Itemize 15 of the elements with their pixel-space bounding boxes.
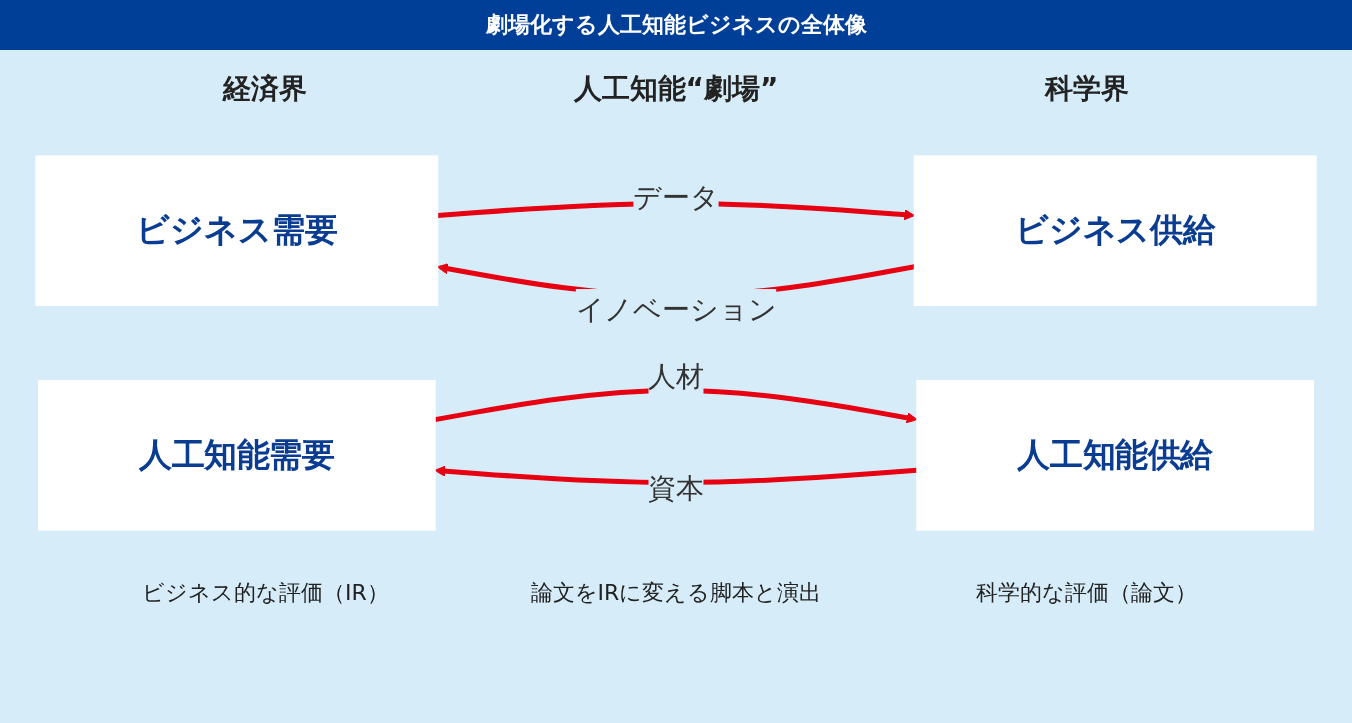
node-box: ビジネス供給 [913, 155, 1317, 306]
column-caption: 科学的な評価（論文） [975, 579, 1199, 607]
column-heading: 科学界 [1043, 71, 1130, 107]
column-caption: 論文をIRに変える脚本と演出 [529, 579, 823, 607]
edge-label: データ [633, 181, 719, 214]
edge-label: 資本 [648, 472, 704, 505]
column-heading: 経済界 [221, 71, 309, 107]
column-caption: ビジネス的な評価（IR） [140, 579, 390, 607]
column-heading: 人工知能“劇場” [572, 71, 780, 107]
node-box: 人工知能需要 [37, 380, 436, 531]
edge-label: 人材 [648, 360, 704, 392]
edge-label: イノベーション [575, 294, 777, 326]
node-box: 人工知能供給 [916, 380, 1315, 531]
node-box: ビジネス需要 [35, 155, 439, 306]
title-banner: 劇場化する人工知能ビジネスの全体像 [0, 0, 1352, 50]
